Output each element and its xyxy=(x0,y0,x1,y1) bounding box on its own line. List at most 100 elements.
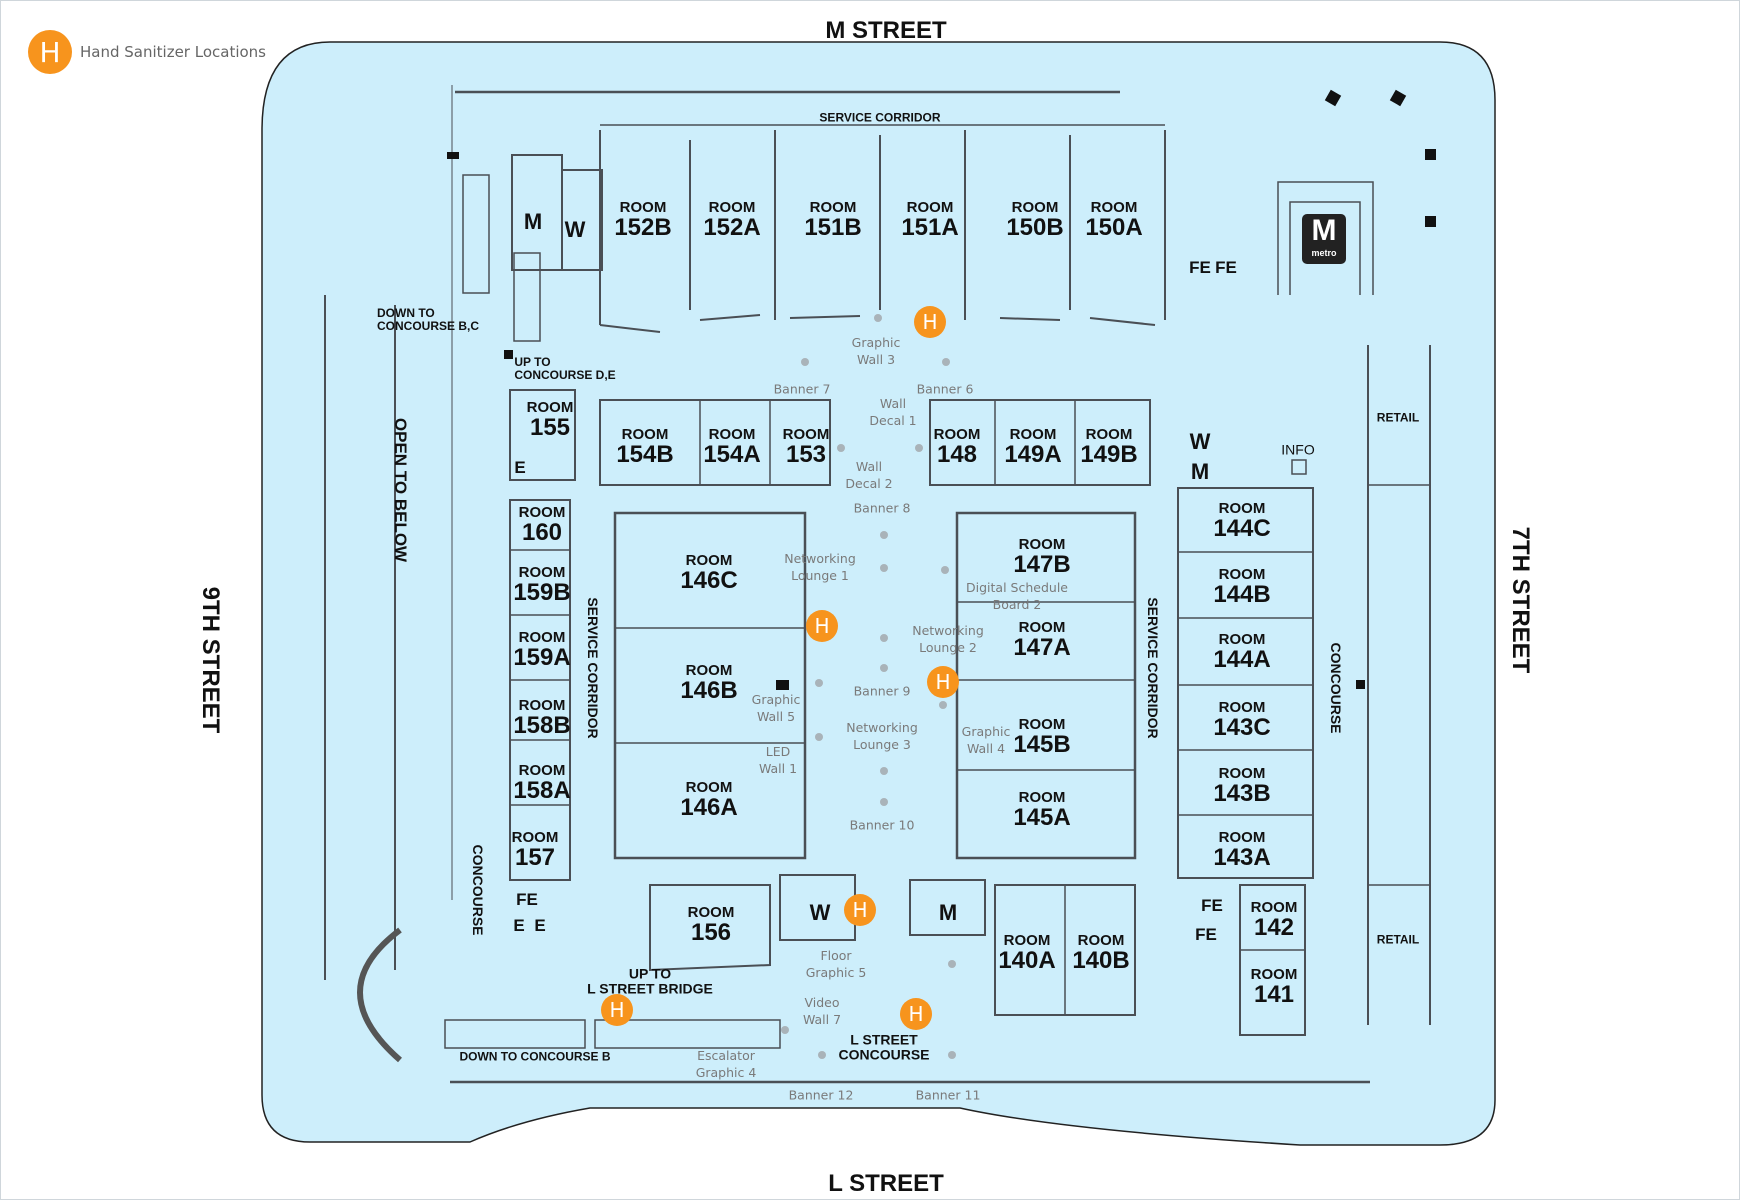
hand-sanitizer-marker-icon[interactable]: H xyxy=(601,994,633,1026)
banner-7-label: Banner 7 xyxy=(773,381,831,397)
room-number: 155 xyxy=(529,414,571,441)
hand-sanitizer-marker-icon[interactable]: H xyxy=(914,306,946,338)
womens-restroom-label[interactable]: W xyxy=(1189,429,1211,454)
room-word: ROOM xyxy=(619,199,667,216)
mens-restroom-label[interactable]: M xyxy=(523,209,543,234)
feature-location-dot xyxy=(948,960,956,968)
room-word: ROOM xyxy=(621,426,669,443)
room-number: 146C xyxy=(680,567,738,594)
led-wall-1-label: LED Wall 1 xyxy=(758,744,798,776)
mens-restroom-label[interactable]: M xyxy=(1190,459,1210,484)
hand-sanitizer-marker-icon[interactable]: H xyxy=(844,894,876,926)
room-number: 143A xyxy=(1213,844,1271,871)
feature-location-dot xyxy=(815,733,823,741)
elevator-label[interactable]: E xyxy=(514,458,526,477)
room-number: 156 xyxy=(690,919,732,946)
info-desk-label[interactable]: INFO xyxy=(1281,441,1315,458)
video-wall-7-label: Video Wall 7 xyxy=(802,995,842,1027)
room-word: ROOM xyxy=(518,504,566,521)
feature-location-dot xyxy=(880,798,888,806)
up-to-concourse-de-label: UP TO CONCOURSE D,E xyxy=(514,354,616,382)
womens-restroom-label[interactable]: W xyxy=(809,900,831,925)
freight-elevator-label[interactable]: FE xyxy=(516,890,538,909)
street-label-north: M STREET xyxy=(825,17,947,44)
freight-elevator-label[interactable]: FE xyxy=(1215,258,1237,277)
room-word: ROOM xyxy=(1218,765,1266,782)
room-number: 146A xyxy=(680,794,738,821)
metro-logo-icon[interactable]: M metro xyxy=(1302,214,1346,264)
room-number: 158A xyxy=(513,777,571,804)
wall-decal-1-label: Wall Decal 1 xyxy=(869,396,917,428)
room-word: ROOM xyxy=(906,199,954,216)
room-number: 145B xyxy=(1013,731,1071,758)
room-number: 144C xyxy=(1213,515,1271,542)
elevator-label[interactable]: E xyxy=(513,916,525,935)
hand-sanitizer-marker-icon[interactable]: H xyxy=(806,610,838,642)
womens-restroom-label[interactable]: W xyxy=(564,217,586,242)
room-word: ROOM xyxy=(708,199,756,216)
room-word: ROOM xyxy=(933,426,981,443)
retail-label[interactable]: RETAIL xyxy=(1376,410,1420,425)
banner-10-label: Banner 10 xyxy=(849,817,915,833)
l-street-concourse-label: L STREET CONCOURSE xyxy=(838,1031,930,1063)
graphic-wall-4-label: Graphic Wall 4 xyxy=(961,724,1011,756)
freight-elevator-label[interactable]: FE xyxy=(1189,258,1211,277)
legend-label: Hand Sanitizer Locations xyxy=(80,43,266,61)
elevator-label[interactable]: E xyxy=(534,916,546,935)
freight-elevator-label[interactable]: FE xyxy=(1195,925,1217,944)
freight-elevator-label[interactable]: FE xyxy=(1201,896,1223,915)
room-number: 145A xyxy=(1013,804,1071,831)
room-number: 147B xyxy=(1013,551,1071,578)
room-word: ROOM xyxy=(511,829,559,846)
hand-sanitizer-marker-icon: H xyxy=(28,30,72,74)
room-number: 159B xyxy=(513,579,571,606)
concourse-east-label: CONCOURSE xyxy=(1328,642,1344,734)
wall-decal-2-label: Wall Decal 2 xyxy=(845,459,893,491)
retail-label[interactable]: RETAIL xyxy=(1376,932,1420,947)
hand-sanitizer-marker-icon[interactable]: H xyxy=(927,666,959,698)
room-number: 142 xyxy=(1253,914,1295,941)
concourse-west-label: CONCOURSE xyxy=(470,844,486,936)
mens-restroom-label[interactable]: M xyxy=(938,900,958,925)
street-label-east: 7TH STREET xyxy=(1507,526,1534,674)
service-corridor-north-label: SERVICE CORRIDOR xyxy=(819,110,941,125)
hand-sanitizer-marker-icon[interactable]: H xyxy=(900,998,932,1030)
